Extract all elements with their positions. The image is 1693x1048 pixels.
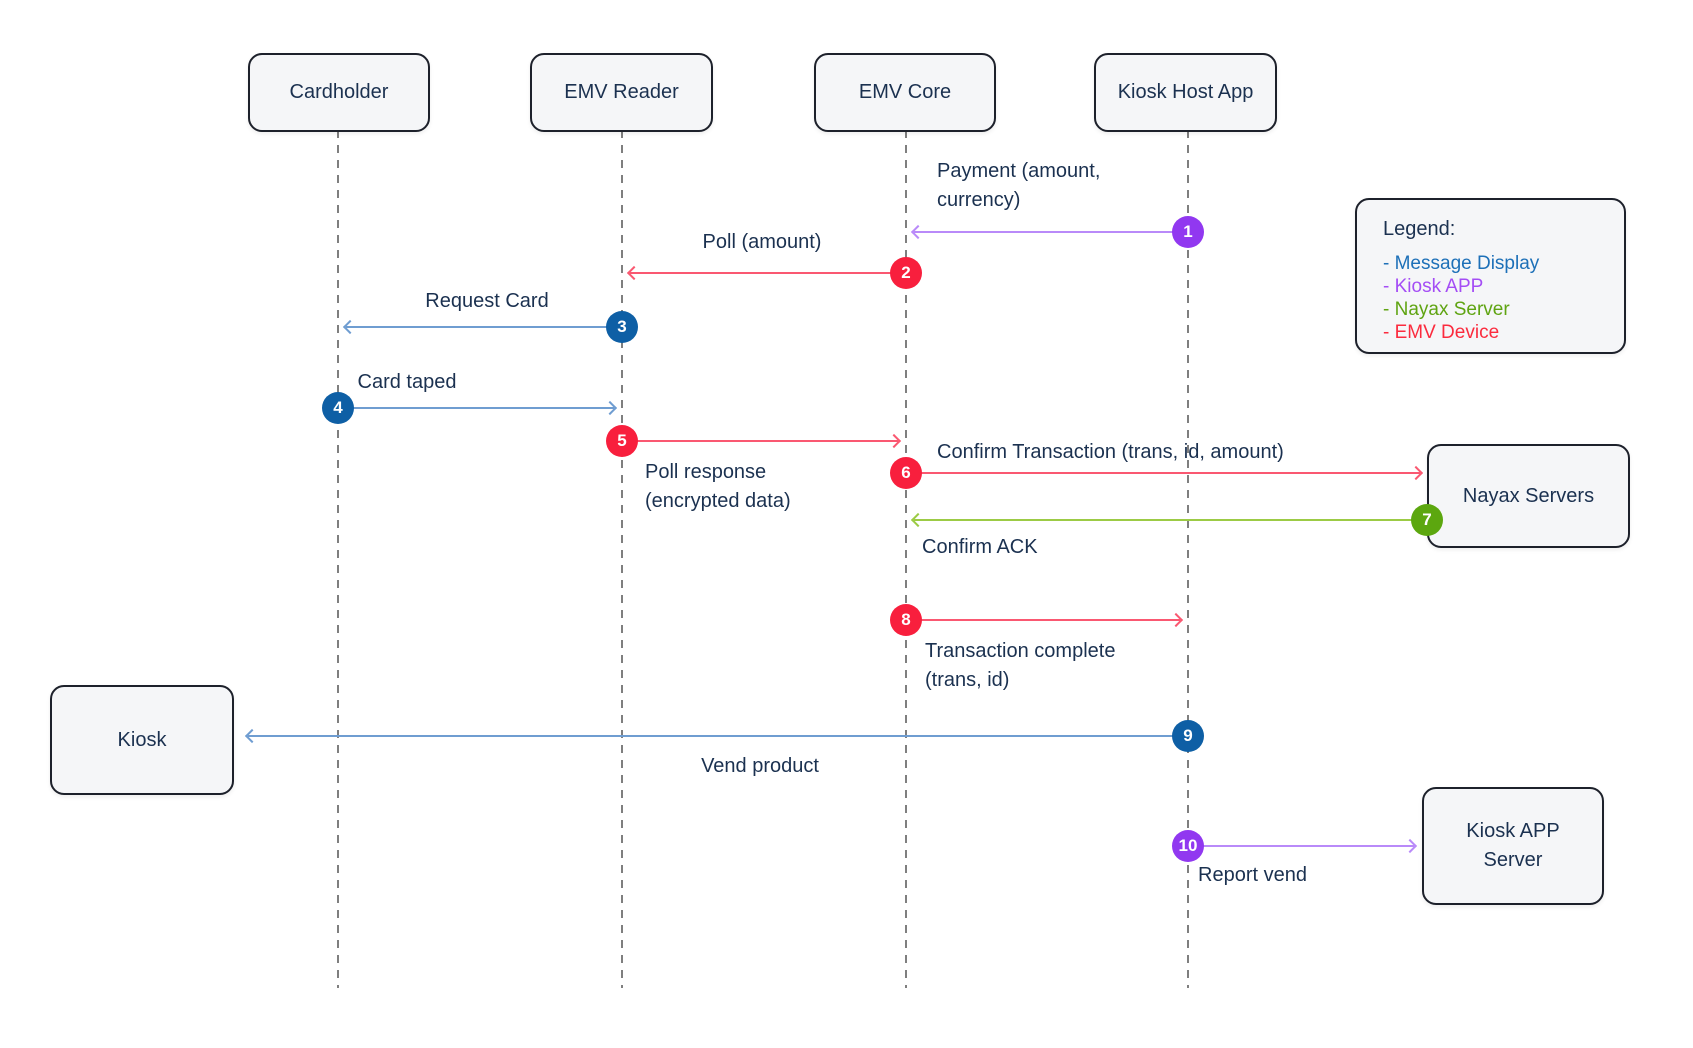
- node-box-nayax-servers: Nayax Servers: [1427, 444, 1630, 548]
- message-3-label: Request Card: [425, 290, 549, 312]
- message-6-line: [906, 472, 1420, 474]
- message-9-label: Vend product: [701, 755, 819, 777]
- lifeline-emv-core: [905, 130, 907, 988]
- message-2-label: Poll (amount): [702, 231, 822, 253]
- legend-item-emv-device: - EMV Device: [1383, 322, 1500, 343]
- message-8-line: [906, 619, 1180, 621]
- node-box-kiosk-app-server: Kiosk APP Server: [1422, 787, 1604, 905]
- message-6-number-badge: 6: [890, 457, 922, 489]
- arrowhead-right-icon: [886, 433, 902, 449]
- message-5-label: Poll response (encrypted data): [645, 461, 791, 512]
- message-10-number-badge: 10: [1172, 830, 1204, 862]
- arrowhead-left-icon: [342, 319, 358, 335]
- message-4-number-badge: 4: [322, 392, 354, 424]
- message-6: 6: [890, 457, 1424, 489]
- message-5: 5: [606, 425, 902, 457]
- lifeline-cardholder: [337, 130, 339, 988]
- arrowhead-right-icon: [1402, 838, 1418, 854]
- message-1-number-badge: 1: [1172, 216, 1204, 248]
- message-7-label: Confirm ACK: [922, 536, 1038, 558]
- arrowhead-right-icon: [1408, 465, 1424, 481]
- message-9-number-badge: 9: [1172, 720, 1204, 752]
- message-1: 1: [910, 216, 1204, 248]
- message-9-line: [248, 735, 1188, 737]
- legend-box: Legend: - Message Display - Kiosk APP - …: [1355, 198, 1626, 354]
- message-7: 7: [910, 504, 1443, 536]
- legend-title: Legend:: [1383, 218, 1456, 240]
- actor-box-cardholder: Cardholder: [248, 53, 430, 132]
- message-10-line: [1188, 845, 1414, 847]
- message-1-line: [914, 231, 1188, 233]
- message-3-number-badge: 3: [606, 311, 638, 343]
- message-8-number-badge: 8: [890, 604, 922, 636]
- arrowhead-right-icon: [1168, 612, 1184, 628]
- message-5-number-badge: 5: [606, 425, 638, 457]
- arrowhead-right-icon: [602, 400, 618, 416]
- message-4-label: Card taped: [357, 371, 457, 393]
- message-10-label: Report vend: [1198, 864, 1307, 886]
- arrowhead-left-icon: [626, 265, 642, 281]
- message-3-line: [346, 326, 622, 328]
- actor-box-emv-core: EMV Core: [814, 53, 996, 132]
- message-2-line: [630, 272, 906, 274]
- message-2: 2: [626, 257, 922, 289]
- message-3: 3: [342, 311, 638, 343]
- arrowhead-left-icon: [244, 728, 260, 744]
- message-7-number-badge: 7: [1411, 504, 1443, 536]
- node-box-kiosk: Kiosk: [50, 685, 234, 795]
- message-6-label: Confirm Transaction (trans, id, amount): [937, 441, 1284, 463]
- message-7-line: [914, 519, 1427, 521]
- lifeline-emv-reader: [621, 130, 623, 988]
- arrowhead-left-icon: [910, 512, 926, 528]
- message-5-line: [622, 440, 898, 442]
- message-9: 9: [244, 720, 1204, 752]
- message-8: 8: [890, 604, 1184, 636]
- legend-item-kiosk-app: - Kiosk APP: [1383, 276, 1484, 297]
- actor-box-emv-reader: EMV Reader: [530, 53, 713, 132]
- message-4: 4: [322, 392, 618, 424]
- arrowhead-left-icon: [910, 224, 926, 240]
- actor-box-kiosk-host-app: Kiosk Host App: [1094, 53, 1277, 132]
- message-4-line: [338, 407, 614, 409]
- legend-item-nayax-server: - Nayax Server: [1383, 299, 1510, 320]
- message-10: 10: [1172, 830, 1418, 862]
- message-2-number-badge: 2: [890, 257, 922, 289]
- legend-item-message-display: - Message Display: [1383, 253, 1540, 274]
- message-8-label: Transaction complete (trans, id): [925, 640, 1116, 691]
- message-1-label: Payment (amount, currency): [937, 160, 1101, 211]
- lifeline-kiosk-host-app: [1187, 130, 1189, 988]
